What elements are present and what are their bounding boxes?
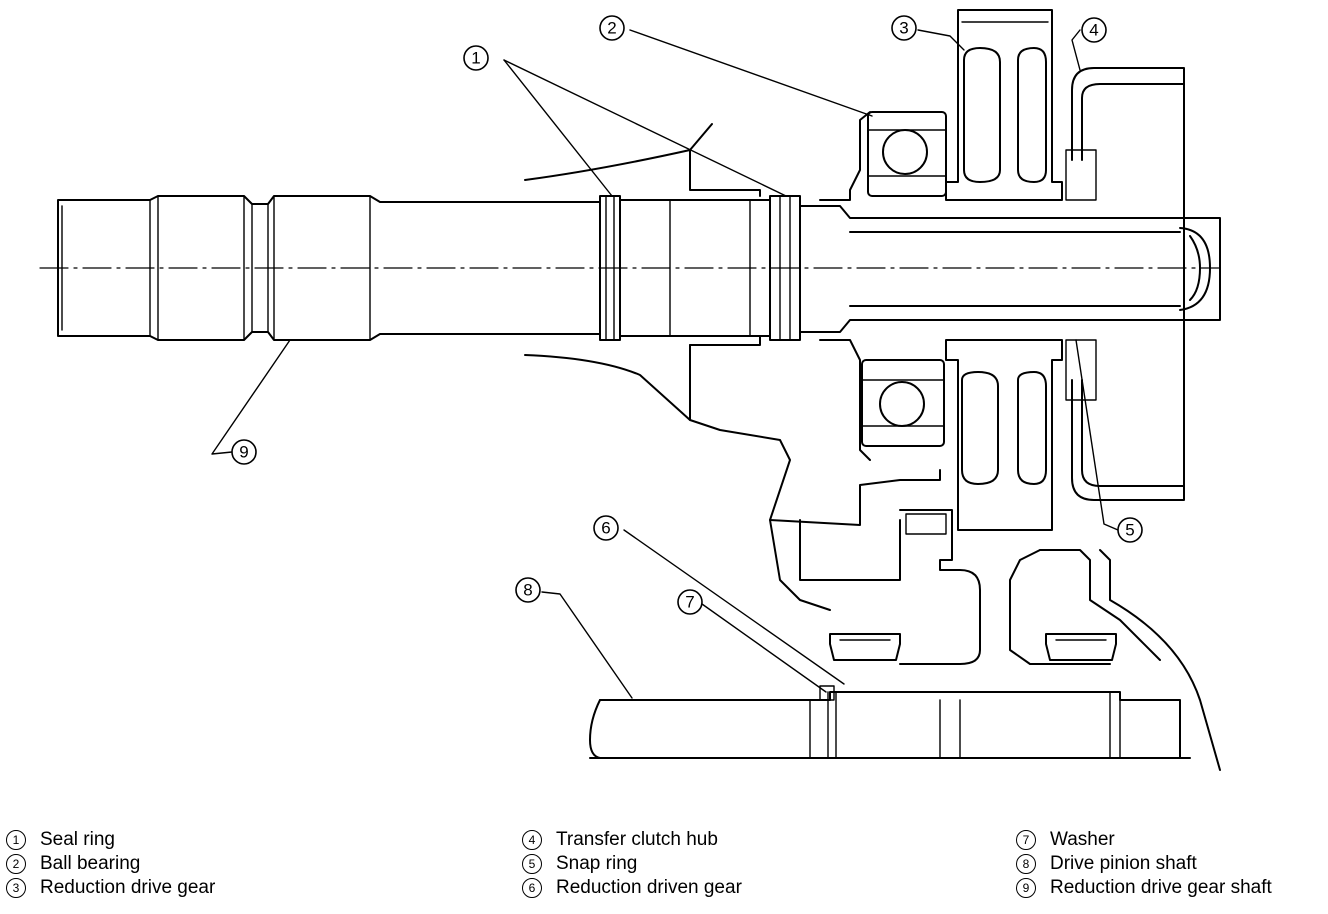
legend-label: Snap ring [556, 853, 638, 874]
legend-number: 2 [6, 854, 26, 874]
leader-5 [1075, 339, 1119, 531]
legend-label: Drive pinion shaft [1050, 853, 1197, 874]
callout-2-number: 2 [607, 19, 616, 38]
legend-label: Reduction driven gear [556, 877, 742, 898]
callout-5: 5 [1117, 517, 1143, 543]
callout-8-number: 8 [523, 581, 532, 600]
leader-3 [917, 29, 965, 51]
legend-item: 2 Ball bearing [6, 852, 215, 876]
leader-4 [1071, 29, 1081, 71]
legend-item: 8 Drive pinion shaft [1016, 852, 1272, 876]
legend-item: 9 Reduction drive gear shaft [1016, 876, 1272, 900]
legend-number: 7 [1016, 830, 1036, 850]
reduction-driven-gear [899, 509, 1221, 771]
legend-column-3: 7 Washer 8 Drive pinion shaft 9 Reduction d… [1016, 828, 1272, 900]
legend-number: 3 [6, 878, 26, 898]
legend-label: Reduction drive gear [40, 877, 216, 898]
callout-4-number: 4 [1089, 21, 1098, 40]
callout-1: 1 [463, 45, 489, 71]
callout-3-number: 3 [899, 19, 908, 38]
legend-item: 4 Transfer clutch hub [522, 828, 742, 852]
callout-1-number: 1 [471, 49, 480, 68]
legend-item: 7 Washer [1016, 828, 1272, 852]
transfer-case-housing [524, 111, 941, 611]
leader-1a [503, 59, 613, 197]
leader-8 [541, 591, 633, 699]
legend-number: 1 [6, 830, 26, 850]
callout-8: 8 [515, 577, 541, 603]
legend-item: 6 Reduction driven gear [522, 876, 742, 900]
legend-item: 3 Reduction drive gear [6, 876, 215, 900]
legend-column-1: 1 Seal ring 2 Ball bearing 3 Reduction driv… [6, 828, 215, 900]
ball-bearing-lower [861, 359, 945, 447]
callout-9-number: 9 [239, 443, 248, 462]
legend-number: 8 [1016, 854, 1036, 874]
leader-7 [701, 603, 827, 693]
callout-3: 3 [891, 15, 917, 41]
leader-2 [629, 29, 873, 117]
legend-number: 5 [522, 854, 542, 874]
reduction-drive-gear-shaft [57, 195, 1221, 341]
callout-7-number: 7 [685, 593, 694, 612]
leader-6 [623, 529, 845, 685]
callout-4: 4 [1081, 17, 1107, 43]
legend-number: 6 [522, 878, 542, 898]
callout-6-number: 6 [601, 519, 610, 538]
legend-label: Washer [1050, 829, 1115, 850]
transfer-clutch-hub [1065, 67, 1185, 501]
legend-label: Transfer clutch hub [556, 829, 718, 850]
ball-bearing-upper [867, 111, 947, 197]
callout-9: 9 [231, 439, 257, 465]
drive-pinion-bearings [829, 633, 1117, 661]
leader-lines [211, 29, 1119, 699]
legend-number: 9 [1016, 878, 1036, 898]
legend-item: 1 Seal ring [6, 828, 215, 852]
legend-number: 4 [522, 830, 542, 850]
cross-section-diagram: 1 2 3 4 5 6 7 8 9 [39, 9, 1221, 771]
leader-9 [211, 339, 291, 455]
callout-2: 2 [599, 15, 625, 41]
legend-item: 5 Snap ring [522, 852, 742, 876]
legend-label: Ball bearing [40, 853, 141, 874]
reduction-drive-gear [945, 9, 1063, 531]
legend-label: Seal ring [40, 829, 115, 850]
drive-pinion-shaft [589, 685, 1191, 759]
legend-column-2: 4 Transfer clutch hub 5 Snap ring 6 Reducti… [522, 828, 742, 900]
callout-7: 7 [677, 589, 703, 615]
legend-label: Reduction drive gear shaft [1050, 877, 1272, 898]
callout-6: 6 [593, 515, 619, 541]
leader-1b [503, 59, 787, 197]
callout-5-number: 5 [1125, 521, 1134, 540]
